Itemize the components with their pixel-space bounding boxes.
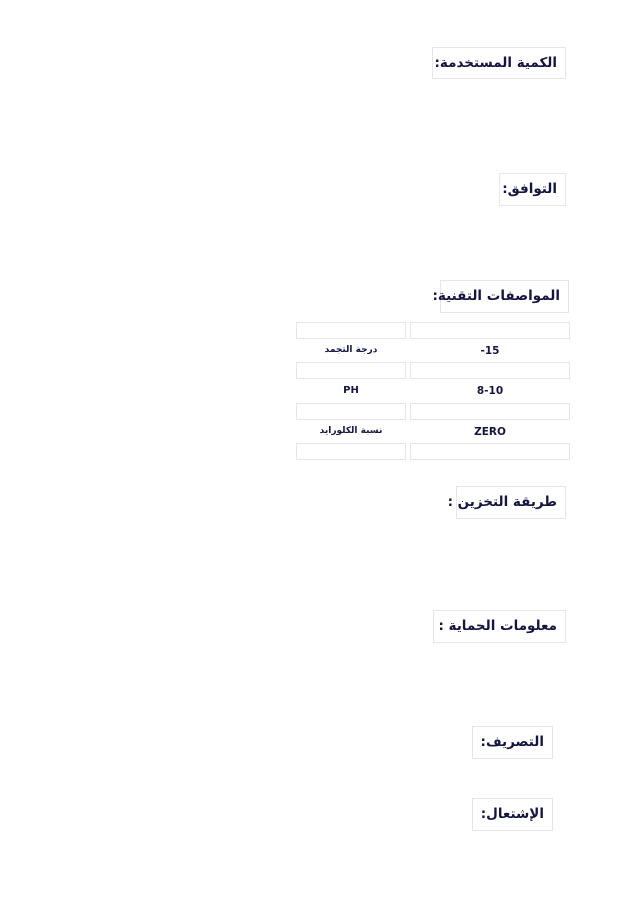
specs-table-spacer	[296, 443, 406, 460]
spec-label-freezing-point: درجة التجمد	[324, 345, 378, 355]
technical-specs-heading: المواصفات التقنية:	[433, 280, 569, 313]
specs-table-spacer	[410, 362, 570, 379]
specs-table-spacer	[410, 403, 570, 420]
protection-info-heading: معلومات الحماية :	[433, 610, 566, 643]
spec-label-ph: PH	[343, 385, 359, 396]
specs-table-spacer	[296, 322, 406, 339]
disposal-heading: التصريف:	[472, 726, 553, 759]
specs-table-spacer	[296, 362, 406, 379]
spec-value-ph: 8-10	[476, 385, 504, 397]
spec-value-chloride: ZERO	[474, 426, 506, 438]
compatibility-heading: التوافق:	[499, 173, 566, 206]
storage-method-heading: طريقة التخزين :	[448, 486, 566, 519]
specs-table-spacer	[410, 443, 570, 460]
spec-value-freezing-point: -15	[480, 345, 500, 357]
quantity-used-heading: الكمية المستخدمة:	[432, 47, 566, 79]
specs-table-spacer	[410, 322, 570, 339]
spec-label-chloride: نسبة الكلورايد	[319, 426, 383, 436]
specs-table-spacer	[296, 403, 406, 420]
ignition-heading: الإشتعال:	[472, 798, 553, 831]
